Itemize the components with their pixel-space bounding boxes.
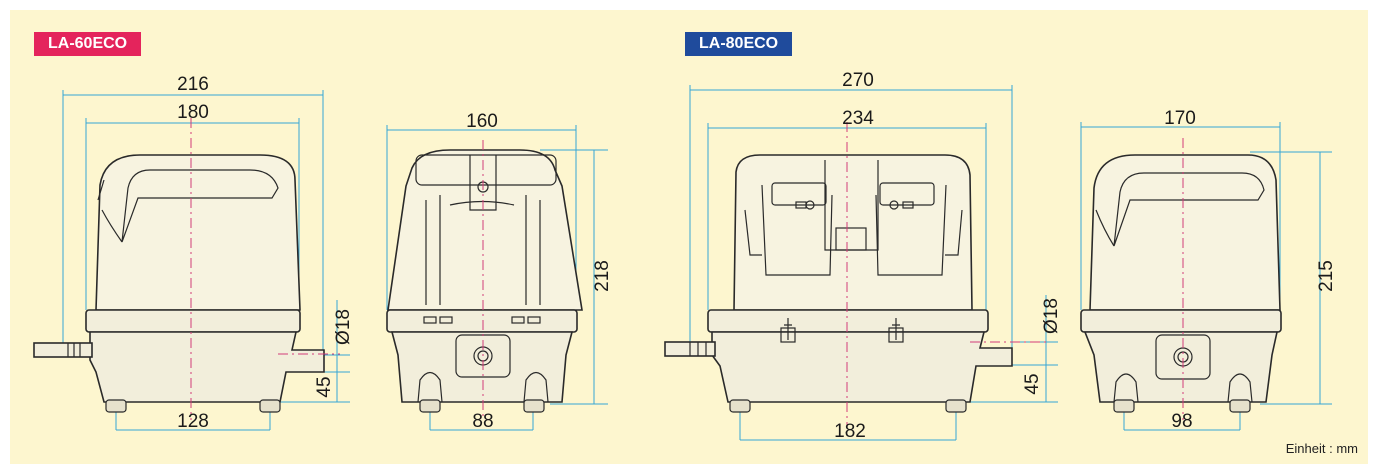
la60eco-side-foot-spacing: 128 (177, 411, 209, 432)
la60eco-side-view: 216 180 128 Ø18 45 (33, 74, 354, 432)
la60eco-front-width: 160 (466, 111, 498, 132)
la60eco-front-view: 160 218 88 (386, 111, 613, 432)
la80eco-side-view: 270 234 182 Ø18 45 (664, 70, 1062, 442)
unit-label: Einheit : mm (1285, 441, 1358, 456)
la60eco-port-diameter: Ø18 (333, 309, 354, 345)
dimension-drawings: .body{fill:#f7f3e0;stroke:#2a2a2a;stroke… (33, 70, 1337, 442)
model-badge-la60eco: LA-60ECO (34, 32, 142, 56)
la80eco-port-diameter: Ø18 (1041, 298, 1062, 334)
drawing-sheet: LA-60ECO LA-80ECO .body{fill:#f7f3e0;str… (10, 10, 1368, 464)
la80eco-front-foot-spacing: 98 (1171, 411, 1192, 432)
la80eco-front-view: 170 215 98 (1080, 108, 1337, 432)
la60eco-side-body-width: 180 (177, 102, 209, 123)
la80eco-port-height: 45 (1022, 373, 1043, 394)
la80eco-side-overall-width: 270 (842, 70, 874, 91)
la80eco-front-height: 215 (1316, 260, 1337, 292)
la60eco-port-height: 45 (314, 376, 335, 397)
la80eco-front-width: 170 (1164, 108, 1196, 129)
la60eco-front-foot-spacing: 88 (472, 411, 493, 432)
model-badge-la80eco: LA-80ECO (685, 32, 793, 56)
la80eco-side-body-width: 234 (842, 108, 874, 129)
la60eco-front-height: 218 (592, 260, 613, 292)
la80eco-side-foot-spacing: 182 (834, 421, 866, 442)
la60eco-side-overall-width: 216 (177, 74, 209, 95)
